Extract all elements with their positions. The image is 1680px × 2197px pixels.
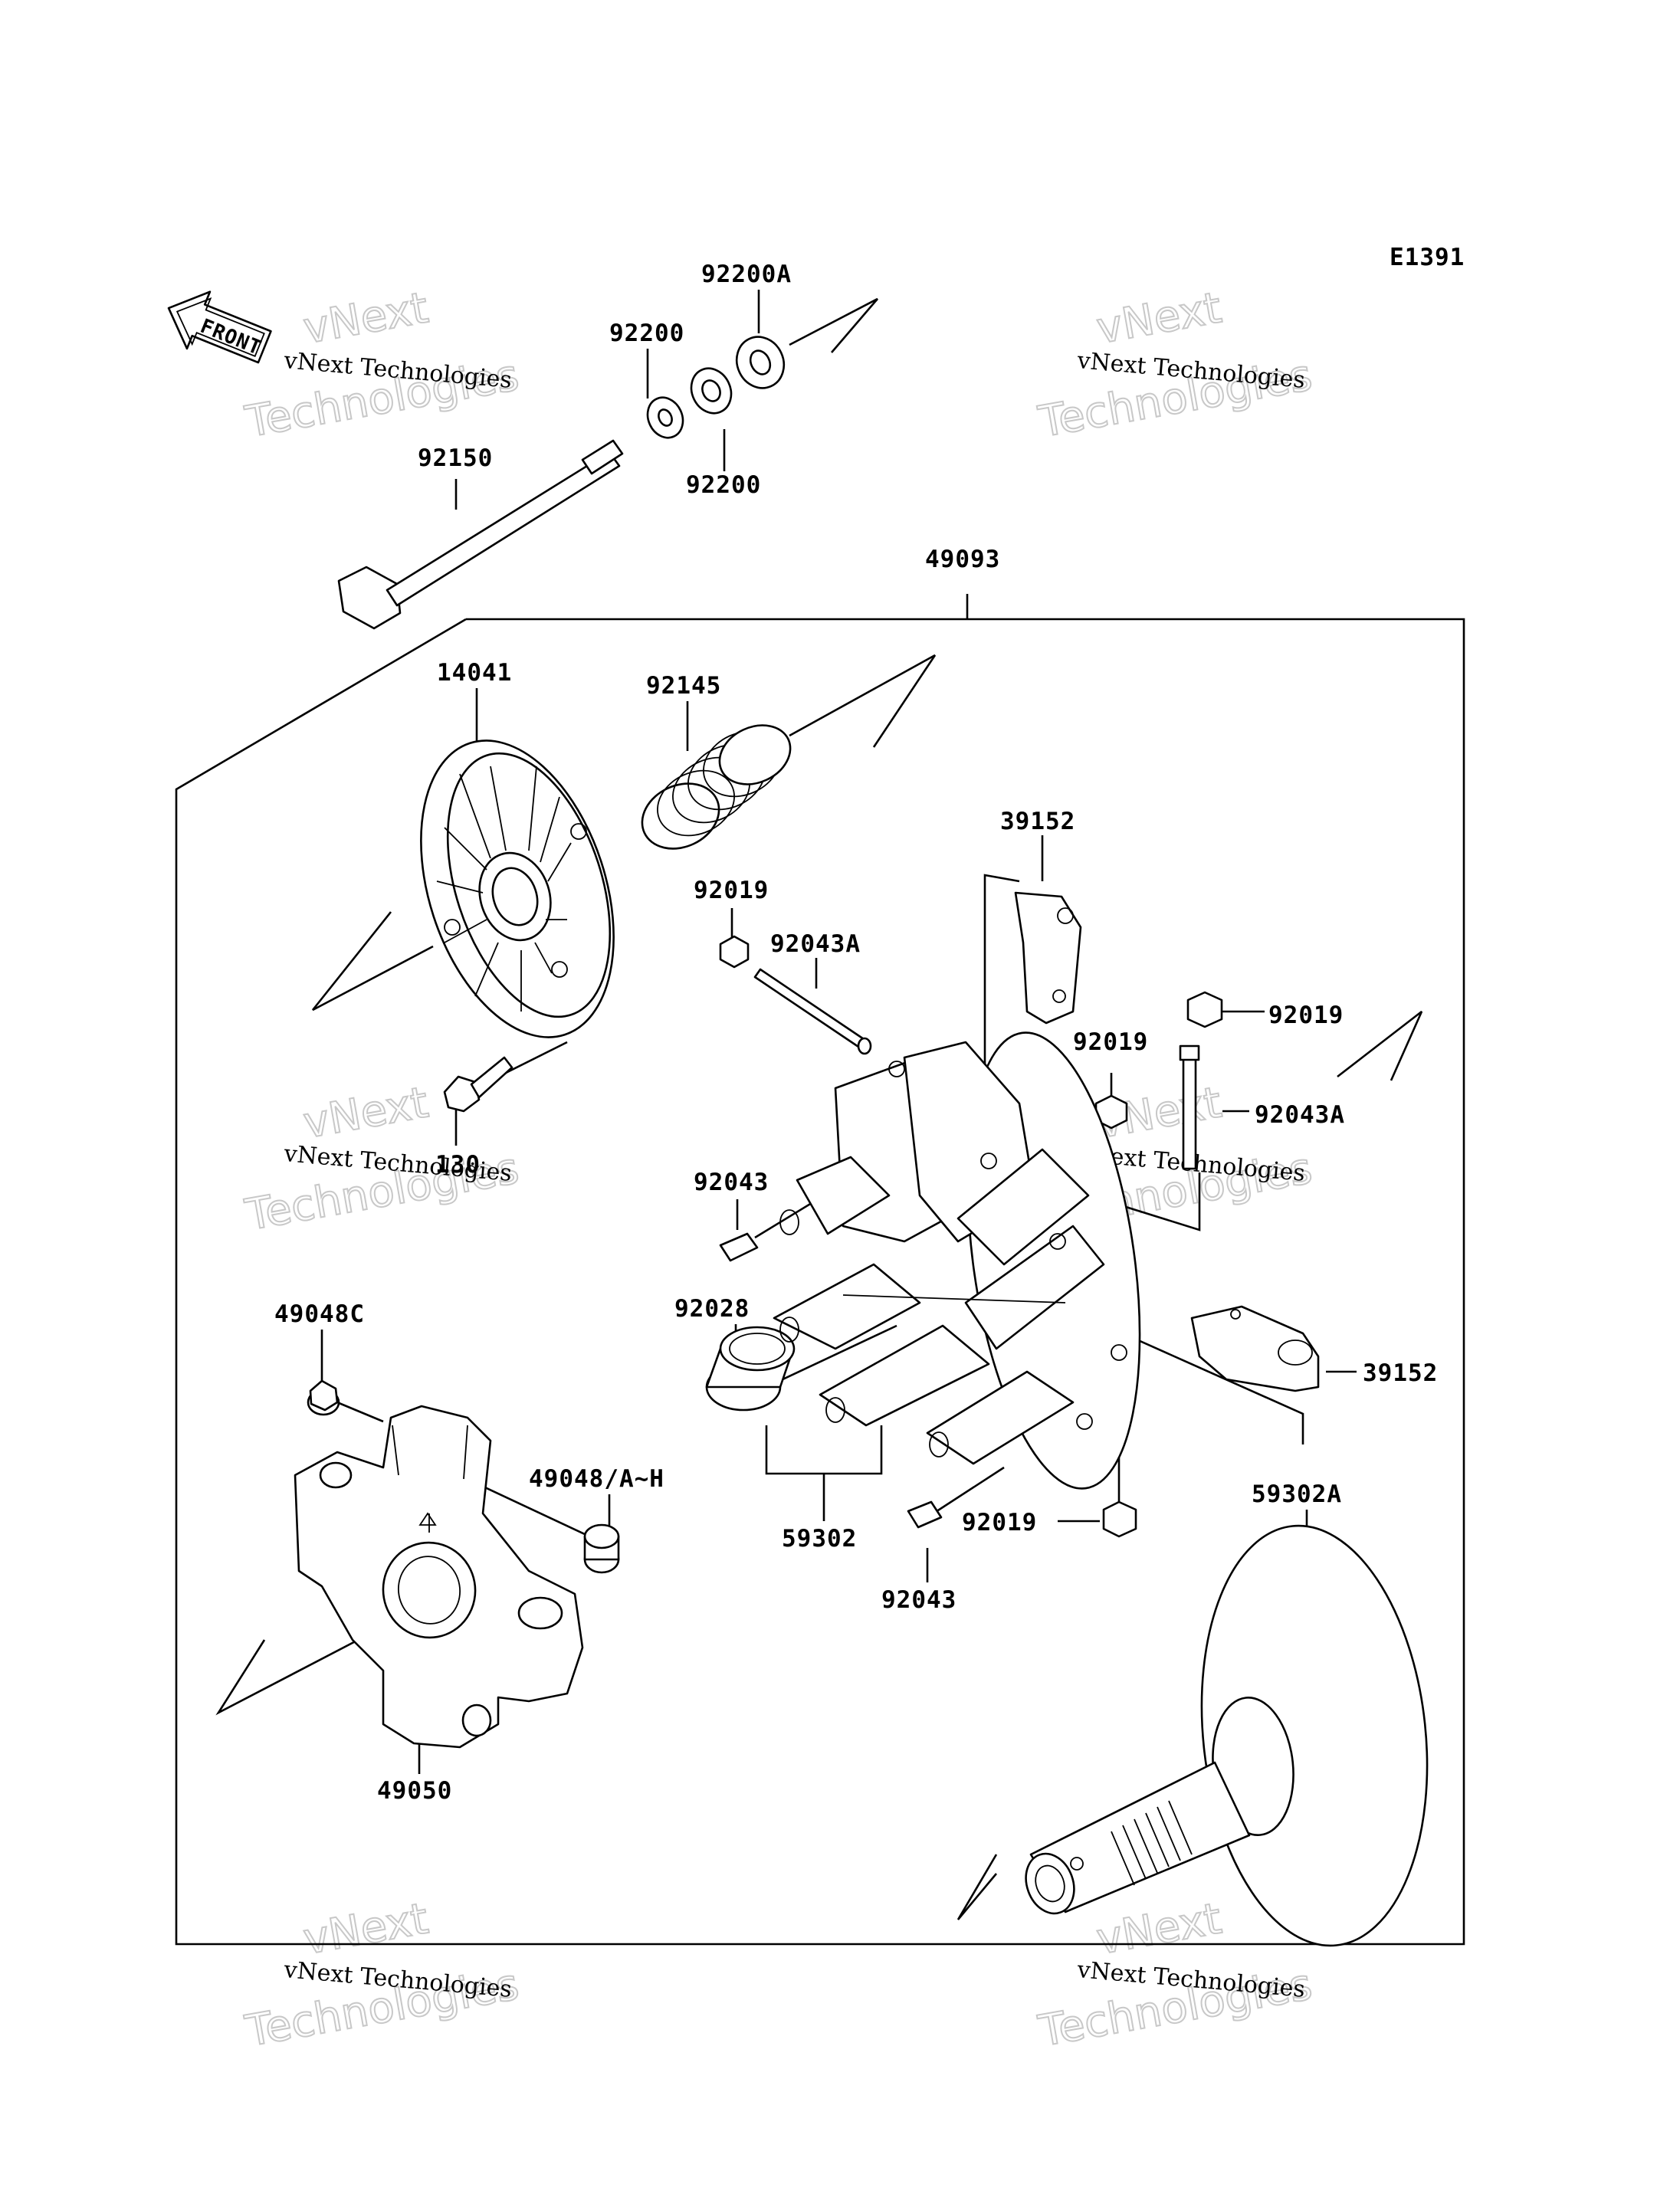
svg-text:vNext: vNext: [1093, 283, 1225, 353]
svg-text:vNext: vNext: [300, 1894, 431, 1964]
label-59302: 59302: [782, 1525, 857, 1553]
part-labels: 92200A 92200 92200 92150 49093 14041 921…: [274, 261, 1438, 1805]
diagram-code: E1391: [1390, 244, 1465, 271]
label-92019-bottom: 92019: [962, 1509, 1037, 1536]
label-39152-right: 39152: [1363, 1359, 1438, 1387]
bushing-92028: [705, 1326, 796, 1412]
watermark-bottom-left: vNext Technologies vNext Technologies: [241, 1893, 523, 2058]
bolt-92150: [337, 439, 624, 630]
pin-92043-bottom: [907, 1500, 943, 1529]
label-92145: 92145: [646, 672, 721, 700]
label-49050: 49050: [377, 1777, 452, 1805]
label-49048c: 49048C: [274, 1300, 365, 1328]
pin-92043a-left: [753, 968, 872, 1055]
housing-49050: [294, 1405, 584, 1749]
washer-92200-a: [646, 396, 684, 439]
spring-92145: [641, 724, 792, 850]
assembly-frame: [175, 618, 1465, 1946]
front-arrow-icon: FRONT: [167, 290, 272, 364]
label-92028: 92028: [674, 1295, 750, 1323]
label-92043-top: 92043: [694, 1169, 769, 1196]
watermark-top-left: vNext Technologies vNext Technologies: [241, 282, 523, 448]
svg-text:vNext: vNext: [1093, 1894, 1225, 1964]
label-92019-top: 92019: [694, 877, 769, 904]
nut-92019-bottom: [1102, 1500, 1137, 1538]
label-92150: 92150: [418, 444, 493, 472]
svg-text:vNext: vNext: [300, 283, 431, 353]
bolt-130: [443, 1056, 514, 1113]
sheave-59302: [773, 1031, 1141, 1490]
label-92019-mid: 92019: [1073, 1028, 1148, 1056]
label-92043a-left: 92043A: [770, 930, 861, 958]
label-92019-right: 92019: [1268, 1002, 1344, 1029]
pin-92043a-right: [1179, 1044, 1200, 1170]
label-130: 130: [435, 1151, 481, 1179]
label-14041: 14041: [437, 659, 512, 687]
weight-39152-top: [1014, 891, 1082, 1025]
label-92200-upper: 92200: [609, 320, 684, 347]
svg-text:vNext: vNext: [300, 1077, 431, 1148]
cap-49048: [583, 1523, 620, 1574]
washer-92200a: [735, 336, 786, 389]
nut-92019-right-top: [1186, 991, 1223, 1028]
label-49048-a-h: 49048/A~H: [529, 1465, 664, 1493]
watermark-top-right: vNext Technologies vNext Technologies: [1034, 282, 1317, 448]
weight-39152-right: [1190, 1305, 1320, 1392]
label-59302a: 59302A: [1252, 1481, 1342, 1508]
label-92200-lower: 92200: [686, 471, 761, 499]
cap-49048c: [307, 1379, 340, 1416]
label-92043-bottom: 92043: [881, 1586, 956, 1614]
washer-92200-b: [690, 367, 733, 415]
label-39152-top: 39152: [1000, 808, 1075, 835]
sheave-59302a: [1025, 1524, 1429, 1947]
spider-14041: [420, 739, 615, 1038]
label-49093: 49093: [925, 546, 1000, 573]
pin-92043-top: [719, 1232, 759, 1262]
label-92043a-right: 92043A: [1255, 1101, 1345, 1129]
nut-92019-top: [719, 935, 750, 969]
label-92200a: 92200A: [701, 261, 792, 288]
